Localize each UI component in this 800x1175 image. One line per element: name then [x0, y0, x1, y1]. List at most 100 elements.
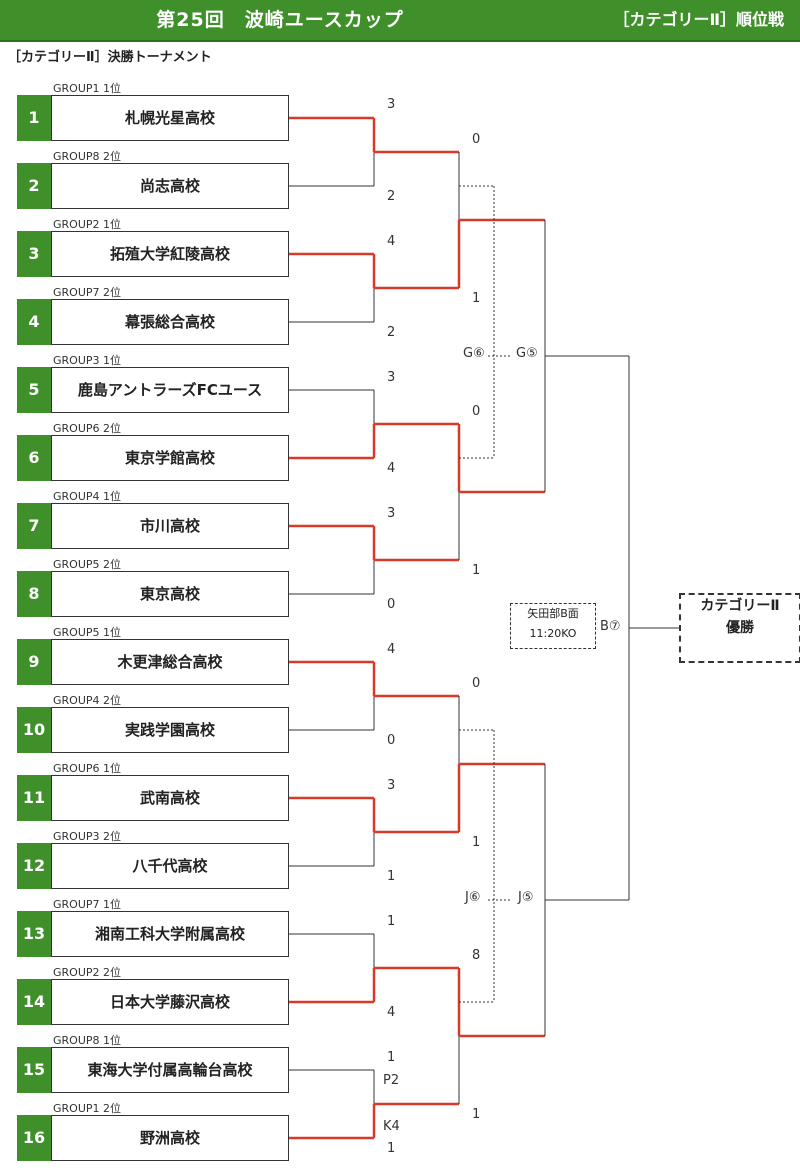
team-group-label: GROUP3 2位	[53, 830, 122, 843]
score-r1-4-bottom: 0	[387, 597, 396, 612]
team-group-label: GROUP5 1位	[53, 626, 122, 639]
match-label-g5: G⑤	[516, 346, 538, 361]
final-venue: 矢田部B面	[527, 607, 579, 620]
team-name: 東京学館高校	[51, 435, 289, 481]
score-r2-2-bottom: 1	[472, 563, 481, 578]
champion-line2: 優勝	[726, 620, 754, 636]
team-name: 鹿島アントラーズFCユース	[51, 367, 289, 413]
score-r1-2-top: 4	[387, 234, 396, 249]
score-r1-5-bottom: 0	[387, 733, 396, 748]
team-name: 実践学園高校	[51, 707, 289, 753]
page-title: 第25回 波崎ユースカップ	[156, 9, 404, 31]
score-r1-7-bottom: 4	[387, 1005, 396, 1020]
final-time: 11:20KO	[529, 627, 577, 640]
score-r1-8-pk-top: P2	[383, 1073, 400, 1088]
team-name: 幕張総合高校	[51, 299, 289, 345]
team-seed: 12	[17, 843, 51, 889]
team-name: 東京高校	[51, 571, 289, 617]
team-seed: 9	[17, 639, 51, 685]
team-group-label: GROUP4 2位	[53, 694, 122, 707]
team-name: 市川高校	[51, 503, 289, 549]
team-seed: 11	[17, 775, 51, 821]
team-name: 札幌光星高校	[51, 95, 289, 141]
score-r2-2-top: 0	[472, 404, 481, 419]
score-r1-3-top: 3	[387, 370, 396, 385]
team-group-label: GROUP1 2位	[53, 1102, 122, 1115]
match-label-j5: J⑤	[518, 890, 534, 905]
match-label-j6: J⑥	[465, 890, 481, 905]
header-bar: 第25回 波崎ユースカップ ［カテゴリーⅡ］順位戦	[0, 0, 800, 42]
team-group-label: GROUP1 1位	[53, 82, 122, 95]
score-r2-3-top: 0	[472, 676, 481, 691]
team-name: 尚志高校	[51, 163, 289, 209]
score-r1-6-bottom: 1	[387, 869, 396, 884]
category-title: ［カテゴリーⅡ］順位戦	[613, 10, 784, 29]
team-seed: 8	[17, 571, 51, 617]
score-r1-4-top: 3	[387, 506, 396, 521]
score-r1-8-pk-bottom: K4	[383, 1119, 400, 1134]
team-group-label: GROUP2 1位	[53, 218, 122, 231]
score-r2-4-top: 8	[472, 948, 481, 963]
score-r2-1-bottom: 1	[472, 291, 481, 306]
team-seed: 15	[17, 1047, 51, 1093]
score-r1-1-bottom: 2	[387, 189, 396, 204]
team-name: 日本大学藤沢高校	[51, 979, 289, 1025]
team-seed: 7	[17, 503, 51, 549]
team-seed: 14	[17, 979, 51, 1025]
team-seed: 5	[17, 367, 51, 413]
team-seed: 3	[17, 231, 51, 277]
team-group-label: GROUP6 1位	[53, 762, 122, 775]
match-label-g6: G⑥	[463, 346, 485, 361]
score-r1-8-bottom: 1	[387, 1141, 396, 1156]
score-r2-4-bottom: 1	[472, 1107, 481, 1122]
score-r1-7-top: 1	[387, 914, 396, 929]
score-r1-1-top: 3	[387, 97, 396, 112]
team-group-label: GROUP6 2位	[53, 422, 122, 435]
score-r1-6-top: 3	[387, 778, 396, 793]
score-r1-8-top: 1	[387, 1050, 396, 1065]
team-seed: 1	[17, 95, 51, 141]
team-seed: 6	[17, 435, 51, 481]
champion-line1: カテゴリーⅡ	[700, 598, 780, 614]
team-seed: 4	[17, 299, 51, 345]
team-group-label: GROUP7 1位	[53, 898, 122, 911]
team-name: 八千代高校	[51, 843, 289, 889]
team-group-label: GROUP3 1位	[53, 354, 122, 367]
team-group-label: GROUP4 1位	[53, 490, 122, 503]
team-group-label: GROUP8 1位	[53, 1034, 122, 1047]
team-group-label: GROUP7 2位	[53, 286, 122, 299]
team-name: 拓殖大学紅陵高校	[51, 231, 289, 277]
team-group-label: GROUP8 2位	[53, 150, 122, 163]
champion-box: カテゴリーⅡ 優勝	[679, 593, 800, 663]
score-r2-3-bottom: 1	[472, 835, 481, 850]
team-seed: 16	[17, 1115, 51, 1161]
final-info-box: 矢田部B面 11:20KO	[510, 603, 596, 649]
score-r1-3-bottom: 4	[387, 461, 396, 476]
team-seed: 2	[17, 163, 51, 209]
section-subtitle: ［カテゴリーⅡ］決勝トーナメント	[8, 50, 212, 65]
score-r2-1-top: 0	[472, 132, 481, 147]
team-name: 木更津総合高校	[51, 639, 289, 685]
score-r1-2-bottom: 2	[387, 325, 396, 340]
team-name: 東海大学付属高輪台高校	[51, 1047, 289, 1093]
team-name: 武南高校	[51, 775, 289, 821]
team-group-label: GROUP5 2位	[53, 558, 122, 571]
team-name: 湘南工科大学附属高校	[51, 911, 289, 957]
team-seed: 13	[17, 911, 51, 957]
